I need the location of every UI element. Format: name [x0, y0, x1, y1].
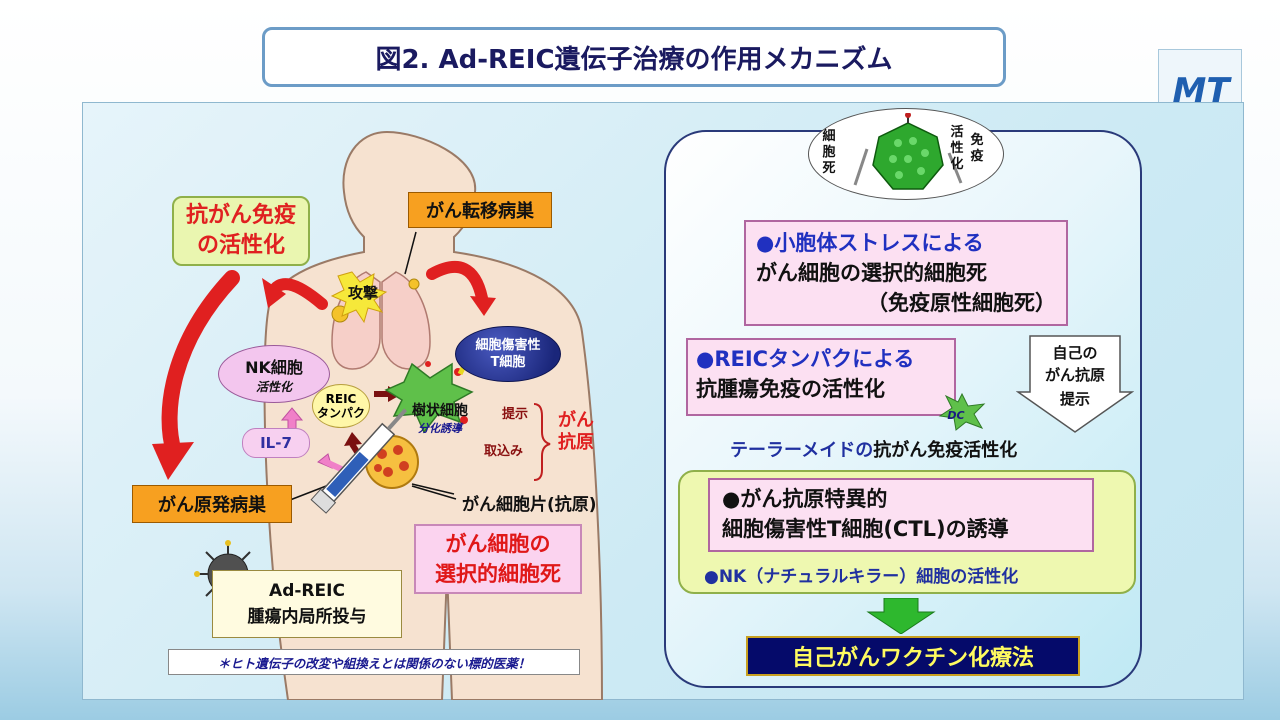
immune-activation-line1: 抗がん免疫	[185, 203, 296, 228]
pointer-line	[411, 485, 457, 500]
down-arrow-box: 自己の がん抗原 提示	[1016, 335, 1134, 433]
cancer-antigen-line2: 抗原	[558, 432, 594, 453]
tcell-label-line2: T細胞	[490, 355, 526, 370]
dendritic-cell	[384, 362, 474, 434]
reic-protein-label: タンパク	[316, 406, 365, 420]
dendritic-cell-label: 樹状細胞 分化誘導	[400, 400, 480, 436]
selective-line1: がん細胞の	[445, 532, 551, 556]
red-arrow-big-head	[152, 442, 194, 480]
virus-char: 死	[822, 161, 836, 176]
tumor-cell	[383, 467, 393, 477]
differentiation-label: 分化誘導	[418, 422, 462, 435]
virus-char: 免	[970, 133, 984, 148]
nk-activation-label: 活性化	[255, 379, 292, 394]
green-virus-icon	[853, 113, 963, 190]
dendritic-label: 樹状細胞	[412, 403, 468, 419]
virus-char: 細	[822, 129, 836, 144]
attack-burst	[330, 271, 388, 324]
virus-char: 活	[950, 125, 964, 140]
tumor-cell	[393, 445, 403, 455]
page-title: 図2. Ad-REIC遺伝子治療の作用メカニズム	[262, 27, 1006, 87]
syringe-icon	[310, 408, 408, 514]
reic-protein-oval: REIC タンパク	[312, 384, 370, 428]
er-stress-line1: ●小胞体ストレスによる	[756, 231, 984, 255]
ad-reic-label: Ad-REIC	[269, 581, 345, 601]
antigen-dot	[460, 416, 468, 424]
brace	[533, 403, 551, 481]
virus-char: 胞	[822, 145, 836, 160]
self-antigen-line3: 提示	[1060, 390, 1090, 408]
attack-label: 攻撃	[348, 284, 379, 302]
tumor-cell	[374, 464, 382, 472]
footnote: ＊ヒト遺伝子の改変や組換えとは関係のない標的医薬！	[168, 649, 580, 675]
pointer-line	[411, 483, 455, 495]
reic-line1: ●REICタンパクによる	[696, 347, 915, 371]
lung-tumor	[408, 278, 420, 290]
red-arrow-left-head	[262, 278, 286, 308]
virus-label-activation: 活 性 化	[949, 125, 965, 173]
cancer-fragment-label: がん細胞片(抗原)	[462, 495, 597, 515]
il7-pill: IL-7	[242, 428, 310, 458]
reic-label: REIC	[325, 392, 357, 406]
dark-arrow-head	[344, 432, 362, 446]
virus-char: 化	[950, 157, 964, 172]
selective-cell-death-box: がん細胞の 選択的細胞死	[414, 524, 582, 594]
uptake-label: 取込み	[484, 444, 524, 459]
metastasis-box: がん転移病巣	[408, 192, 552, 228]
er-stress-line3: （免疫原性細胞死）	[867, 291, 1056, 315]
red-arrow-right-head	[470, 296, 496, 316]
nk-cell-label: NK細胞	[245, 357, 303, 377]
present-label: 提示	[502, 407, 529, 422]
cancer-antigen-label: がん 抗原	[558, 410, 594, 454]
ctl-line2: 細胞傷害性T細胞(CTL)の誘導	[722, 517, 1009, 541]
red-arrow-right	[426, 260, 488, 304]
nk-cell-oval: NK細胞 活性化	[218, 345, 330, 403]
er-stress-box: ●小胞体ストレスによる がん細胞の選択的細胞死 （免疫原性細胞死）	[744, 220, 1068, 326]
local-injection-label: 腫瘍内局所投与	[247, 607, 367, 627]
reic-protein-box: ●REICタンパクによる 抗腫瘍免疫の活性化	[686, 338, 956, 416]
green-down-arrow	[866, 598, 936, 634]
virus-char: 疫	[970, 149, 984, 164]
dc-icon: DC	[938, 392, 986, 431]
cytotoxic-t-cell: 細胞傷害性 T細胞	[455, 326, 561, 382]
cancer-antigen-line1: がん	[558, 410, 594, 431]
primary-lesion-box: がん原発病巣	[132, 485, 292, 523]
tailor-made-line: テーラーメイドの抗がん免疫活性化	[730, 436, 1017, 462]
self-cancer-vaccine-banner: 自己がんワクチン化療法	[746, 636, 1080, 676]
tumor-cell	[399, 461, 409, 471]
red-arrow-big	[161, 270, 240, 460]
ad-reic-box: Ad-REIC 腫瘍内局所投与	[212, 570, 402, 638]
selective-line2: 選択的細胞死	[435, 562, 561, 586]
virus-oval: 細 胞 死 活 性 化 免 疫	[808, 108, 1004, 200]
self-antigen-line2: がん抗原	[1045, 366, 1105, 384]
dc-label: DC	[947, 409, 964, 422]
reic-line2: 抗腫瘍免疫の活性化	[696, 377, 885, 401]
er-stress-line2: がん細胞の選択的細胞死	[756, 261, 987, 285]
tcell-label-line1: 細胞傷害性	[475, 338, 541, 353]
anti-cancer-immunity-box: 抗がん免疫 の活性化	[172, 196, 310, 266]
virus-char: 性	[950, 141, 964, 156]
virus-label-immunity: 免 疫	[969, 133, 985, 165]
pink-arrow-up	[280, 407, 304, 433]
tailor-made-prefix: テーラーメイドの	[730, 440, 874, 461]
ctl-line1: ●がん抗原特異的	[722, 487, 888, 511]
immune-activation-line2: の活性化	[196, 233, 285, 258]
lung-right	[381, 271, 431, 370]
tailor-made-main: 抗がん免疫活性化	[873, 440, 1018, 461]
self-antigen-line1: 自己の	[1052, 344, 1097, 362]
ctl-induction-box: ●がん抗原特異的 細胞傷害性T細胞(CTL)の誘導	[708, 478, 1094, 552]
virus-label-cell-death: 細 胞 死	[821, 129, 837, 177]
nk-activation-text: ●NK（ナチュラルキラー）細胞の活性化	[704, 567, 1019, 587]
antigen-dot	[425, 361, 431, 367]
pointer-line	[404, 231, 417, 275]
